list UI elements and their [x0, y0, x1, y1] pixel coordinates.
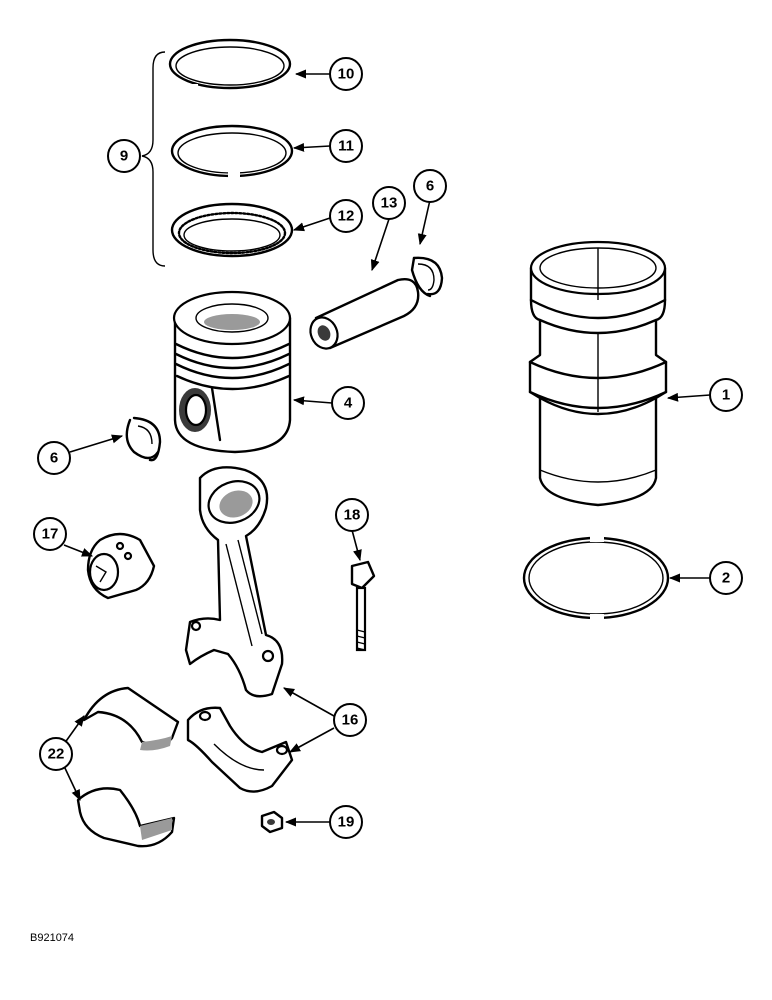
callout-1: 1	[709, 378, 743, 412]
snap-ring-left	[125, 416, 162, 462]
callout-17: 17	[33, 517, 67, 551]
callout-4: 4	[331, 386, 365, 420]
connecting-rod	[184, 466, 284, 698]
liner-seal-ring	[522, 536, 670, 620]
piston-ring-top	[168, 38, 292, 92]
svg-text:19: 19	[338, 814, 355, 831]
connecting-rod-cap	[186, 706, 294, 793]
svg-text:1: 1	[722, 387, 730, 404]
svg-text:11: 11	[338, 138, 354, 155]
rod-nut	[260, 810, 284, 834]
callout-18: 18	[335, 498, 369, 532]
callout-6-left: 6	[37, 441, 71, 475]
connecting-rod-bolt	[350, 560, 376, 652]
callout-13: 13	[372, 186, 406, 220]
figure-id: B921074	[30, 932, 75, 944]
svg-text:9: 9	[120, 148, 128, 165]
svg-text:6: 6	[426, 178, 434, 195]
callout-9: 9	[107, 139, 141, 173]
callout-2: 2	[709, 561, 743, 595]
callout-19: 19	[329, 805, 363, 839]
svg-text:2: 2	[722, 570, 730, 587]
svg-text:6: 6	[50, 450, 58, 467]
svg-text:12: 12	[338, 208, 355, 225]
callout-12: 12	[329, 199, 363, 233]
piston-pin	[309, 278, 420, 350]
callout-10: 10	[329, 57, 363, 91]
bearing-shell-upper	[82, 686, 180, 751]
cylinder-liner	[528, 240, 668, 507]
piston-ring-second	[170, 124, 294, 181]
snap-ring-right	[410, 256, 444, 298]
svg-text:4: 4	[344, 395, 353, 412]
piston	[172, 290, 292, 454]
svg-text:10: 10	[338, 66, 355, 83]
callout-6-right: 6	[413, 169, 447, 203]
piston-ring-oil-control	[170, 202, 294, 258]
svg-text:22: 22	[48, 746, 65, 763]
svg-text:16: 16	[342, 712, 359, 729]
svg-text:17: 17	[42, 526, 59, 543]
small-end-bushing	[86, 532, 156, 600]
callout-11: 11	[329, 129, 363, 163]
ring-set-bracket	[141, 51, 166, 267]
callout-22: 22	[39, 737, 73, 771]
bearing-shell-lower	[76, 787, 176, 848]
callout-16: 16	[333, 703, 367, 737]
svg-text:13: 13	[381, 195, 398, 212]
svg-text:18: 18	[344, 507, 361, 524]
